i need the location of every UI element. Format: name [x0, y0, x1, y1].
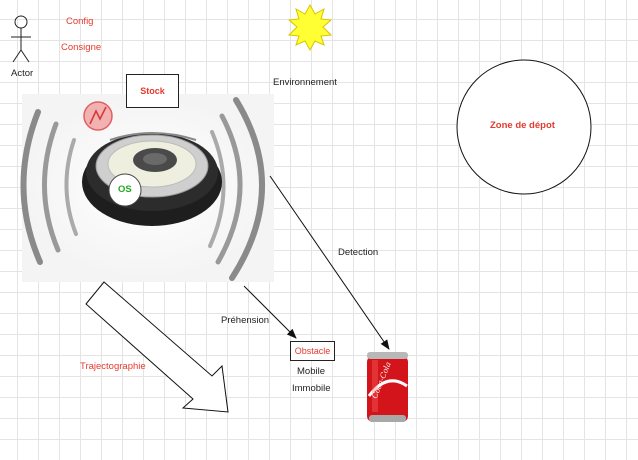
obstacle-type-mobile: Mobile — [297, 366, 325, 377]
zone-de-depot-circle[interactable] — [456, 59, 592, 195]
detection-label: Detection — [338, 247, 379, 258]
actor-label: Actor — [11, 68, 34, 79]
coke-can-image[interactable] — [367, 352, 408, 422]
actor-figure[interactable] — [11, 15, 31, 63]
stock-box[interactable]: Stock — [126, 74, 179, 108]
robot-sonar-image[interactable] — [20, 94, 274, 282]
trajectographie-block-arrow[interactable] — [85, 281, 229, 413]
os-circle[interactable] — [108, 173, 142, 207]
prehension-label: Préhension — [221, 315, 270, 326]
zone-de-depot-label: Zone de dépot — [490, 120, 555, 131]
os-label: OS — [118, 184, 132, 195]
environment-label: Environnement — [273, 77, 337, 88]
config-label: Config — [66, 16, 94, 27]
obstacle-type-immobile: Immobile — [292, 383, 331, 394]
sun-icon — [287, 3, 333, 52]
obstacle-box[interactable]: Obstacle — [290, 341, 335, 361]
detection-arrow[interactable] — [269, 175, 390, 350]
consigne-label: Consigne — [61, 42, 102, 53]
trajectographie-label: Trajectographie — [80, 361, 146, 372]
prehension-arrow[interactable] — [243, 285, 297, 339]
no-signal-icon — [83, 101, 113, 131]
